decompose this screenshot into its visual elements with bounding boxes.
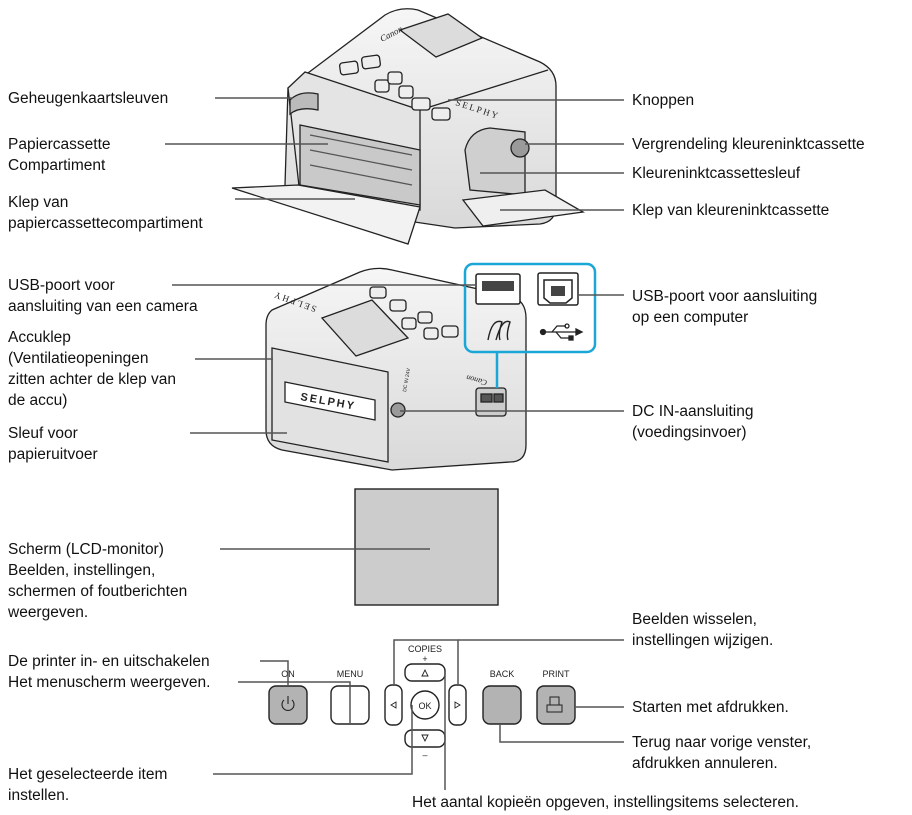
ok-button [410, 690, 440, 720]
callout-screen: Scherm (LCD-monitor) Beelden, instelling… [8, 541, 188, 621]
callout-power: De printer in- en uitschakelen [8, 653, 210, 670]
callout-buttons: Knoppen [632, 92, 695, 109]
leader-lines [165, 97, 624, 790]
minus-label: – [422, 750, 427, 760]
down-button [404, 729, 446, 748]
arrow-right-icon [454, 701, 461, 709]
back-label: BACK [490, 669, 515, 679]
callout-print: Starten met afdrukken. [632, 699, 789, 716]
printer-front-view [231, 8, 585, 245]
rear-top-buttons [369, 286, 459, 340]
arrow-up-icon [421, 668, 429, 677]
menu-label: MENU [337, 669, 364, 679]
callout-ink-slot: Kleureninktcassettesleuf [632, 165, 801, 182]
callout-card-slots: Geheugenkaartsleuven [8, 90, 169, 107]
pictbridge-icon [487, 320, 511, 341]
copies-label: COPIES [408, 644, 442, 654]
callout-up-down: Het aantal kopieën opgeven, instellingsi… [412, 794, 799, 811]
plus-label: + [422, 654, 427, 664]
callout-battery-cover: Accuklep (Ventilatieopeningen zitten ach… [8, 329, 177, 409]
print-button [536, 685, 576, 725]
right-button [448, 684, 467, 726]
callout-paper-output: Sleuf voor papieruitvoer [8, 425, 98, 463]
callout-ok: Het geselecteerde item instellen. [8, 766, 168, 804]
lcd-screen [354, 488, 499, 606]
usb-highlight [463, 262, 597, 388]
callout-back: Terug naar vorige venster, afdrukken ann… [632, 734, 812, 772]
dc-marking: DC IN 24V [402, 367, 412, 392]
power-icon [281, 696, 295, 711]
arrow-left-icon [390, 701, 397, 709]
arrow-down-icon [421, 734, 429, 743]
print-label: PRINT [543, 669, 571, 679]
callout-menu: Het menuscherm weergeven. [8, 674, 211, 691]
ok-label: OK [418, 701, 431, 711]
callout-ink-lock: Vergrendeling kleureninktcassette [632, 136, 865, 153]
left-button [384, 684, 403, 726]
power-button [268, 685, 308, 725]
callout-left-right: Beelden wisselen, instellingen wijzigen. [632, 611, 774, 649]
up-button [404, 663, 446, 682]
callout-cassette-cover: Klep van papiercassettecompartiment [8, 194, 203, 232]
callout-paper-cassette: Papiercassette Compartiment [8, 136, 111, 174]
usb-icon [539, 323, 584, 341]
top-buttons [338, 54, 451, 121]
print-icon [546, 696, 563, 713]
callout-usb-computer: USB-poort voor aansluiting op een comput… [632, 288, 818, 326]
printer-rear-view [265, 267, 527, 471]
back-button [482, 685, 522, 725]
callout-usb-camera: USB-poort voor aansluiting van een camer… [8, 277, 198, 315]
callout-ink-cover: Klep van kleureninktcassette [632, 202, 830, 219]
callout-dc-in: DC IN-aansluiting (voedingsinvoer) [632, 403, 754, 441]
